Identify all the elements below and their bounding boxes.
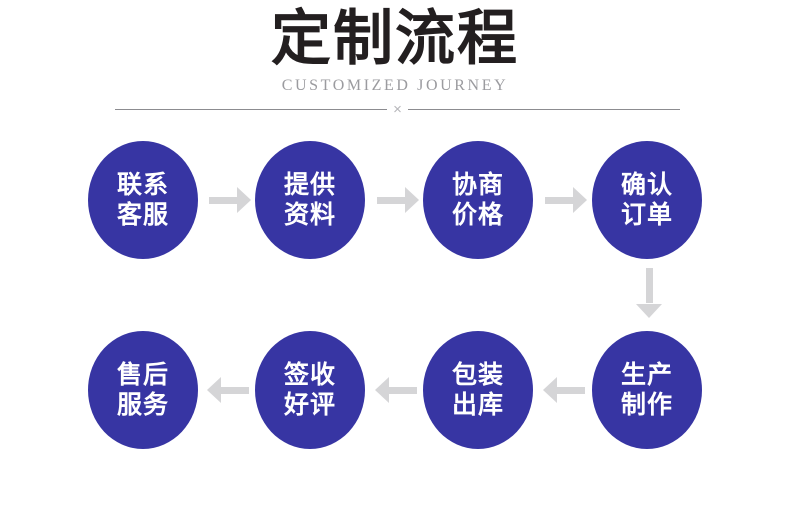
header: 定制流程 CUSTOMIZED JOURNEY × <box>0 0 790 130</box>
flow-step-production[interactable]: 生产 制作 <box>592 331 702 449</box>
arrow-shaft <box>557 386 585 394</box>
arrow-shaft <box>545 196 573 204</box>
arrow-head <box>405 187 419 213</box>
arrow-right-icon-1 <box>207 187 251 213</box>
arrow-head <box>573 187 587 213</box>
flow-step-label-line1: 售后 <box>116 360 169 389</box>
divider-line-right <box>408 109 680 110</box>
arrow-shaft <box>377 196 405 204</box>
flow-step-label-line1: 联系 <box>116 170 169 199</box>
flow-step-contact-service[interactable]: 联系 客服 <box>88 141 198 259</box>
flow-step-label-line1: 提供 <box>283 170 336 199</box>
flow-step-label-line1: 签收 <box>283 360 336 389</box>
flow-step-label-line2: 订单 <box>620 200 673 229</box>
flow-step-provide-materials[interactable]: 提供 资料 <box>255 141 365 259</box>
arrow-head <box>636 304 662 318</box>
arrow-head <box>543 377 557 403</box>
flow-step-label-line2: 价格 <box>451 200 504 229</box>
arrow-shaft <box>221 386 249 394</box>
arrow-down-icon <box>636 268 662 318</box>
flow-step-negotiate-price[interactable]: 协商 价格 <box>423 141 533 259</box>
page-subtitle: CUSTOMIZED JOURNEY <box>281 77 509 94</box>
arrow-left-icon-3 <box>543 377 587 403</box>
process-flow-diagram: 联系 客服 提供 资料 协商 价格 确认 订单 <box>0 130 790 509</box>
arrow-shaft <box>389 386 417 394</box>
page-title: 定制流程 <box>271 4 519 74</box>
flow-step-label-line2: 好评 <box>283 390 336 419</box>
arrow-left-icon-2 <box>375 377 419 403</box>
flow-step-label-line2: 制作 <box>620 390 673 419</box>
divider: × <box>115 100 680 120</box>
arrow-shaft <box>209 196 237 204</box>
flow-step-label-line2: 出库 <box>451 390 504 419</box>
flow-step-after-sales-service[interactable]: 售后 服务 <box>88 331 198 449</box>
divider-line-left <box>115 109 387 110</box>
arrow-right-icon-2 <box>375 187 419 213</box>
flow-step-label-line1: 生产 <box>620 360 673 389</box>
arrow-head <box>375 377 389 403</box>
flow-step-label-line2: 客服 <box>116 200 169 229</box>
arrow-head <box>237 187 251 213</box>
flow-step-label-line2: 资料 <box>283 200 336 229</box>
flow-step-label-line1: 协商 <box>451 170 504 199</box>
flow-step-label-line1: 确认 <box>620 170 673 199</box>
flow-step-packing-and-shipping[interactable]: 包装 出库 <box>423 331 533 449</box>
flow-step-label-line1: 包装 <box>451 360 504 389</box>
divider-cross-icon: × <box>393 101 402 118</box>
flow-step-label-line2: 服务 <box>116 390 169 419</box>
flow-step-confirm-order[interactable]: 确认 订单 <box>592 141 702 259</box>
flow-step-sign-and-review[interactable]: 签收 好评 <box>255 331 365 449</box>
arrow-left-icon-1 <box>207 377 251 403</box>
arrow-right-icon-3 <box>543 187 587 213</box>
arrow-head <box>207 377 221 403</box>
arrow-shaft <box>645 268 653 303</box>
